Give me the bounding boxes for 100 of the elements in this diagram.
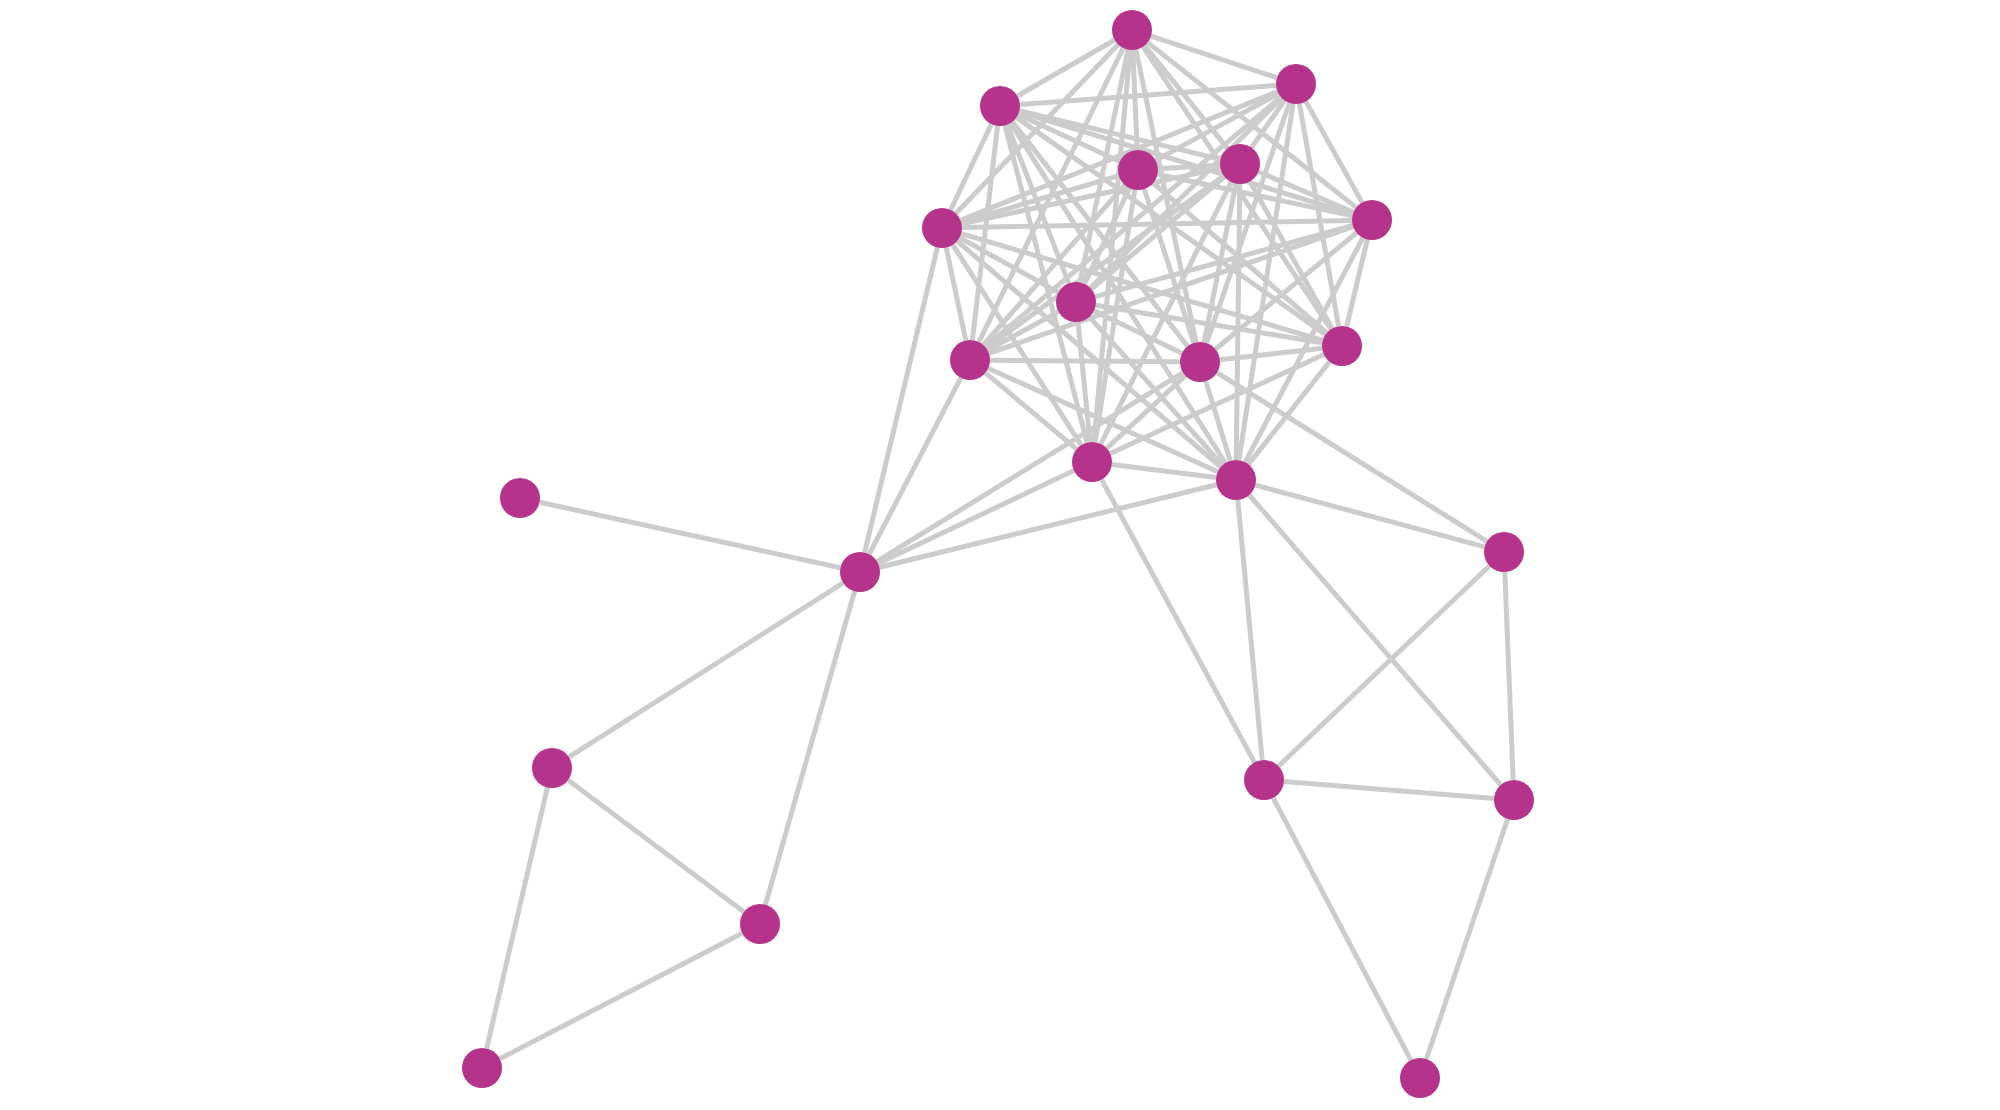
- connector-line: [1088, 96, 1284, 290]
- connector-line: [1019, 82, 1277, 108]
- node-circle: [1180, 342, 1220, 382]
- connector-line: [961, 217, 1353, 231]
- connector-line: [1133, 49, 1199, 343]
- connector-line: [876, 468, 1076, 566]
- node-circle: [1220, 144, 1260, 184]
- connector-line: [976, 46, 1126, 344]
- connector-line: [1075, 321, 1093, 443]
- connector-line: [986, 309, 1060, 353]
- connector-line: [1016, 37, 1116, 99]
- connector-line: [567, 580, 845, 760]
- connector-line: [1111, 461, 1217, 481]
- connector-line: [1157, 162, 1221, 172]
- connector-line: [987, 365, 1219, 475]
- node-circle: [980, 86, 1020, 126]
- connector-line: [862, 246, 940, 554]
- connector-line: [969, 125, 1001, 341]
- node-circle: [1322, 326, 1362, 366]
- connector-line: [1303, 100, 1365, 204]
- connector-line: [1104, 373, 1188, 451]
- connector-line: [1296, 103, 1342, 327]
- connector-line: [1140, 45, 1334, 331]
- node-circle: [840, 552, 880, 592]
- connector-line: [1098, 180, 1234, 446]
- connector-line: [1092, 189, 1138, 443]
- connector-line: [1236, 103, 1296, 461]
- node-circle: [950, 340, 990, 380]
- connector-line: [1109, 352, 1325, 456]
- connector-line: [1235, 499, 1265, 761]
- connector-line: [1154, 91, 1280, 163]
- connector-line: [1243, 236, 1365, 464]
- connector-line: [1254, 482, 1486, 550]
- connector-line: [1091, 49, 1133, 443]
- connector-line: [1089, 174, 1227, 292]
- node-circle: [462, 1048, 502, 1088]
- connector-line: [983, 95, 1283, 349]
- connector-line: [1142, 44, 1230, 150]
- node-circle: [1072, 442, 1112, 482]
- connector-line: [1010, 120, 1190, 348]
- connector-line: [1002, 124, 1090, 444]
- connector-line: [1424, 818, 1510, 1060]
- node-circle: [500, 478, 540, 518]
- node-circle: [1112, 10, 1152, 50]
- connector-line: [498, 931, 744, 1061]
- connector-line: [1008, 121, 1228, 465]
- connector-line: [1130, 49, 1140, 151]
- connector-line: [1203, 380, 1233, 462]
- connector-line: [1087, 315, 1225, 467]
- connector-line: [1146, 40, 1358, 210]
- connector-line: [763, 590, 857, 906]
- connector-line: [943, 247, 969, 341]
- connector-line: [867, 376, 963, 556]
- node-circle: [1494, 780, 1534, 820]
- node-circle: [1276, 64, 1316, 104]
- connector-line: [989, 357, 1180, 365]
- connector-line: [961, 165, 1221, 227]
- connector-line: [1099, 478, 1257, 764]
- connector-line: [960, 231, 1324, 343]
- connector-line: [1151, 181, 1329, 335]
- connector-line: [1502, 571, 1516, 781]
- connector-line: [878, 482, 1218, 570]
- node-circle: [1400, 1058, 1440, 1098]
- connector-line: [1077, 49, 1131, 283]
- connector-line: [1283, 779, 1495, 801]
- connector-line: [1092, 308, 1184, 356]
- connector-line: [950, 243, 1084, 447]
- connector-line: [1247, 493, 1503, 787]
- connector-line: [983, 370, 1079, 452]
- connector-line: [875, 370, 1185, 564]
- connector-line: [948, 122, 994, 212]
- node-circle: [740, 904, 780, 944]
- connector-line: [1344, 238, 1370, 328]
- connector-line: [1249, 98, 1287, 150]
- connector-line: [539, 499, 841, 571]
- connector-line: [981, 183, 1127, 347]
- connector-line: [1219, 345, 1323, 363]
- connector-line: [1004, 123, 1072, 285]
- connector-line: [955, 239, 1223, 469]
- connector-line: [1246, 360, 1332, 466]
- connector-line: [1271, 796, 1413, 1062]
- connector-line: [988, 224, 1354, 356]
- connector-line: [1257, 169, 1355, 215]
- connector-line: [959, 89, 1279, 223]
- connector-line: [1018, 108, 1222, 162]
- connector-line: [1017, 112, 1121, 164]
- connector-line: [1141, 188, 1197, 344]
- connector-line: [1276, 564, 1492, 768]
- connector-line: [1247, 180, 1335, 330]
- connector-line: [1215, 370, 1489, 544]
- node-circle: [532, 748, 572, 788]
- connector-line: [1082, 187, 1132, 285]
- connector-line: [1150, 33, 1278, 81]
- connector-line: [566, 778, 746, 914]
- connector-line: [1213, 230, 1359, 352]
- connector-line: [1233, 183, 1243, 461]
- node-circle: [922, 208, 962, 248]
- connector-line: [958, 235, 1060, 295]
- connector-line: [1201, 183, 1239, 343]
- connector-line: [984, 173, 1226, 351]
